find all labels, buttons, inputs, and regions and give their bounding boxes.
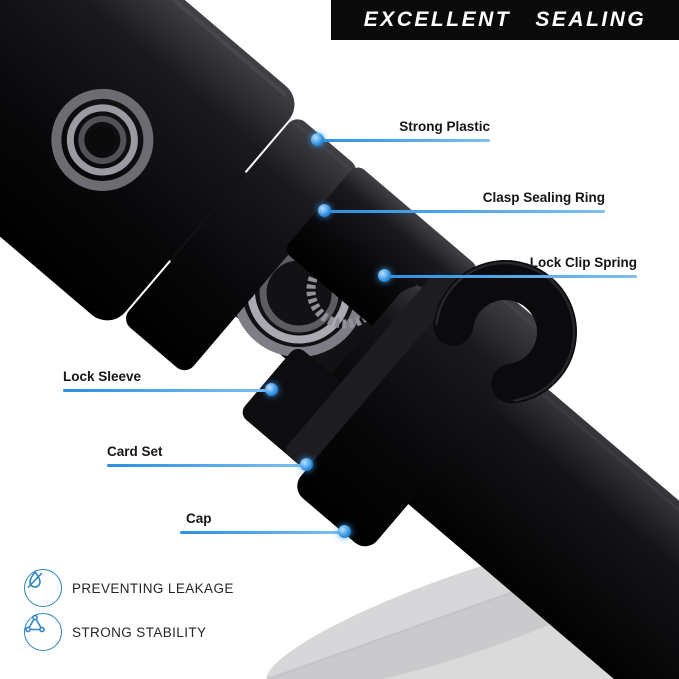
callout-line [318,139,490,142]
callout-label: Clasp Sealing Ring [482,190,605,205]
callout-dot [338,525,351,538]
callout-label: Cap [186,511,212,526]
bearing-rings [51,88,154,191]
callout-dot [378,269,391,282]
callout-dot [318,204,331,217]
callout-line [385,275,637,278]
feature-strong-stability: STRONG STABILITY [24,613,206,651]
cap-collar [297,275,547,547]
callout-label: Strong Plastic [399,119,490,134]
callout-dot [311,133,324,146]
feature-label: PREVENTING LEAKAGE [72,580,234,596]
banner: EXCELLENT SEALING [331,0,679,40]
callout-label: Card Set [107,444,163,459]
feature-label: STRONG STABILITY [72,624,207,640]
leak-prevention-icon [24,569,62,607]
callout-label: Lock Sleeve [63,369,142,384]
strong-plastic-collar [126,119,356,371]
callout-line [180,531,345,534]
callout-label: Lock Clip Spring [529,255,637,270]
callout-dot [300,458,313,471]
feature-preventing-leakage: PREVENTING LEAKAGE [24,569,234,607]
stability-icon [24,613,62,651]
callout-dot [265,383,278,396]
lock-clip-c-ring [432,259,577,404]
callout-line [107,464,307,467]
banner-title: EXCELLENT SEALING [363,8,647,31]
callout-line [325,210,605,213]
callout-line [63,389,272,392]
card-set-ring [286,271,461,470]
